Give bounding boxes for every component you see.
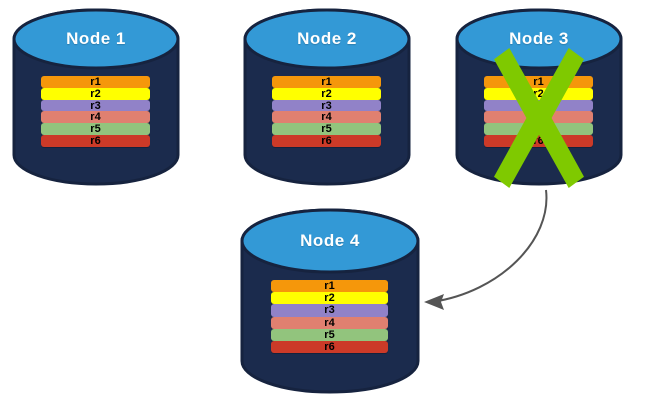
node-3-record-r4[interactable]: r4 — [484, 111, 593, 123]
node-1-record-label-r3: r3 — [90, 99, 101, 112]
node-1-record-r6[interactable]: r6 — [41, 135, 150, 147]
node-4-record-label-r5: r5 — [324, 328, 335, 341]
node-2-record-label-r4: r4 — [321, 111, 332, 124]
node-3-record-label-r6: r6 — [533, 135, 544, 148]
node-1-record-label-r6: r6 — [90, 135, 101, 148]
node-2-record-label-r1: r1 — [321, 76, 332, 88]
arrow-node3-to-node4-line — [431, 189, 548, 303]
node-3-record-r3[interactable]: r3 — [484, 99, 593, 112]
node-4-record-label-r3: r3 — [324, 304, 335, 317]
node-3-record-label-r5: r5 — [533, 123, 544, 136]
node-2-top-disc — [243, 8, 411, 70]
node-2-record-r4[interactable]: r4 — [272, 111, 381, 123]
node-2-record-r1[interactable]: r1 — [272, 76, 381, 88]
node-4-record-r2[interactable]: r2 — [271, 292, 388, 305]
node-1-record-r4[interactable]: r4 — [41, 111, 150, 123]
node-2-record-label-r5: r5 — [321, 123, 332, 136]
node-1-record-label-r2: r2 — [90, 87, 101, 100]
node-4-record-r1[interactable]: r1 — [271, 280, 388, 293]
node-3-top-disc — [455, 8, 623, 70]
node-4-record-r6[interactable]: r6 — [271, 340, 388, 354]
node-4-top-disc — [240, 208, 420, 274]
node-2-record-label-r6: r6 — [321, 135, 332, 148]
node-2-record-r5[interactable]: r5 — [272, 123, 381, 135]
node-1-record-r1[interactable]: r1 — [41, 76, 150, 88]
node-3-record-r2[interactable]: r2 — [484, 87, 593, 100]
node-1-record-label-r5: r5 — [90, 123, 101, 136]
arrow-node3-to-node4-head-icon — [424, 294, 444, 310]
node-2-record-label-r3: r3 — [321, 99, 332, 112]
node-4-record-label-r6: r6 — [324, 340, 335, 353]
node-3-record-label-r1: r1 — [533, 76, 544, 88]
node-4-record-r3[interactable]: r3 — [271, 304, 388, 317]
node-1-record-r3[interactable]: r3 — [41, 99, 150, 112]
node-2-record-r6[interactable]: r6 — [272, 135, 381, 147]
node-3-record-r1[interactable]: r1 — [484, 76, 593, 88]
node-4-record-r5[interactable]: r5 — [271, 328, 388, 341]
node-3-record-label-r4: r4 — [533, 111, 544, 124]
node-4-record-label-r1: r1 — [324, 280, 335, 292]
node-1-record-label-r1: r1 — [90, 76, 101, 88]
node-1-record-label-r4: r4 — [90, 111, 101, 124]
node-1-record-r2[interactable]: r2 — [41, 87, 150, 100]
node-4-record-r4[interactable]: r4 — [271, 316, 388, 329]
node-3-record-label-r3: r3 — [533, 99, 544, 112]
node-2-record-label-r2: r2 — [321, 87, 332, 100]
node-4-record-label-r2: r2 — [324, 292, 335, 305]
node-3-record-label-r2: r2 — [533, 87, 544, 100]
node-1-record-r5[interactable]: r5 — [41, 123, 150, 135]
node-1-top-disc — [12, 8, 180, 70]
node-4-record-label-r4: r4 — [324, 316, 335, 329]
node-2-record-r3[interactable]: r3 — [272, 99, 381, 112]
node-2-record-r2[interactable]: r2 — [272, 87, 381, 100]
node-3-record-r6[interactable]: r6 — [484, 135, 593, 147]
node-3-record-r5[interactable]: r5 — [484, 123, 593, 135]
